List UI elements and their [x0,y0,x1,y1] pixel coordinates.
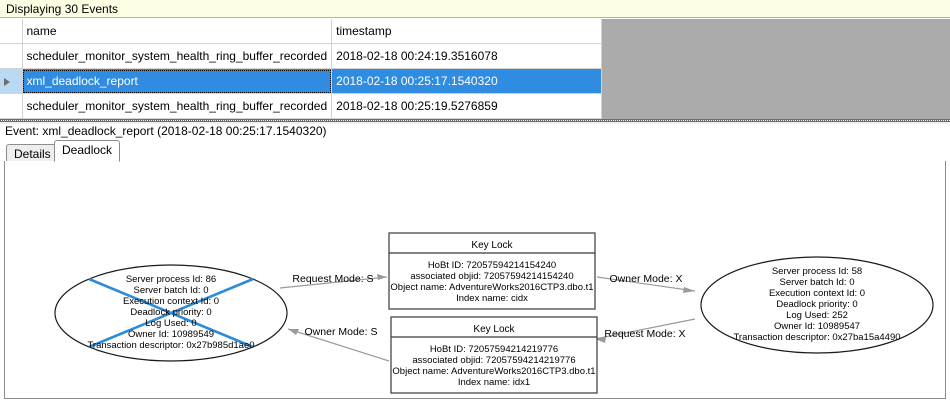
edge-label-bottom-owner-left: Owner Mode: S [305,326,378,338]
row-selector-header [0,19,23,44]
cell-timestamp[interactable]: 2018-02-18 00:25:19.5276859 [331,93,603,119]
edge-label-top-owner-right: Owner Mode: X [610,273,683,285]
left-process-line-5: Log Used: 0 [145,318,196,329]
right-process-node[interactable]: Server process Id: 58 Server batch Id: 0… [700,256,934,354]
top-key-lock-line-2: associated objid: 72057594214154240 [410,271,573,282]
edge-bottom-owner-left [287,328,390,362]
events-banner: Displaying 30 Events [0,0,950,18]
tab-strip: Details Deadlock [4,140,946,162]
left-process-line-3: Execution context Id: 0 [123,296,219,307]
top-key-lock-line-4: Index name: cidx [456,293,528,304]
right-process-line-1: Server process Id: 58 [772,266,862,277]
left-process-line-2: Server batch Id: 0 [134,285,209,296]
right-process-line-4: Deadlock priority: 0 [776,299,857,310]
edge-right-request-bottom [594,318,696,343]
deadlock-graph-svg: Server process Id: 86 Server batch Id: 0… [54,232,934,394]
top-key-lock-node[interactable]: Key Lock HoBt ID: 72057594214154240 asso… [388,232,596,310]
bottom-key-lock-node[interactable]: Key Lock HoBt ID: 72057594214219776 asso… [390,316,598,394]
cell-timestamp[interactable]: 2018-02-18 00:25:17.1540320 [331,68,603,94]
event-detail-header: Event: xml_deadlock_report (2018-02-18 0… [5,124,327,138]
deadlock-graph-panel[interactable]: Server process Id: 86 Server batch Id: 0… [4,161,946,399]
right-process-line-7: Transaction descriptor: 0x27ba15a4490 [733,332,900,343]
table-row[interactable]: scheduler_monitor_system_health_ring_buf… [0,43,603,69]
tab-deadlock[interactable]: Deadlock [54,140,121,162]
bottom-key-lock-line-1: HoBt ID: 72057594214219776 [430,344,558,355]
cell-name[interactable]: scheduler_monitor_system_health_ring_buf… [22,93,333,119]
right-process-line-2: Server batch Id: 0 [780,277,855,288]
bottom-key-lock-line-4: Index name: idx1 [458,377,530,388]
edge-label-left-request-top: Request Mode: S [292,273,373,285]
right-process-line-3: Execution context Id: 0 [769,288,865,299]
left-process-line-6: Owner Id: 10989549 [128,329,214,340]
bottom-key-lock-line-2: associated objid: 72057594214219776 [412,355,575,366]
row-selector-cell[interactable] [0,93,23,119]
top-key-lock-title: Key Lock [471,240,513,251]
left-process-line-1: Server process Id: 86 [126,274,216,285]
victim-x-marker [88,277,254,349]
table-row-selected[interactable]: xml_deadlock_report 2018-02-18 00:25:17.… [0,68,603,94]
horizontal-splitter[interactable] [0,119,950,124]
edge-left-request-top [279,274,388,289]
bottom-key-lock-line-3: Object name: AdventureWorks2016CTP3.dbo.… [392,366,595,377]
left-process-line-7: Transaction descriptor: 0x27b985d1ae0 [87,340,254,351]
edge-label-right-request-bottom: Request Mode: X [604,328,685,340]
cell-name[interactable]: scheduler_monitor_system_health_ring_buf… [22,43,333,69]
table-row[interactable]: scheduler_monitor_system_health_ring_buf… [0,93,603,119]
left-process-node[interactable]: Server process Id: 86 Server batch Id: 0… [54,264,288,362]
edge-top-owner-right [596,276,696,293]
table-header-row: name timestamp [0,19,603,44]
top-key-lock-line-3: Object name: AdventureWorks2016CTP3.dbo.… [390,282,593,293]
left-process-line-4: Deadlock priority: 0 [130,307,211,318]
cell-name[interactable]: xml_deadlock_report [22,68,333,94]
row-selector-cell[interactable] [0,43,23,69]
edge-labels: Request Mode: S Owner Mode: X Owner Mode… [292,273,685,340]
column-header-name[interactable]: name [22,19,333,44]
column-header-timestamp[interactable]: timestamp [331,19,603,44]
events-table: name timestamp scheduler_monitor_system_… [0,19,603,119]
bottom-key-lock-title: Key Lock [473,324,515,335]
row-selector-cell[interactable] [0,68,23,94]
right-process-line-5: Log Used: 252 [786,310,848,321]
row-arrow-icon [4,77,10,86]
right-process-line-6: Owner Id: 10989547 [774,321,860,332]
tab-details[interactable]: Details [6,144,59,162]
events-grid[interactable]: name timestamp scheduler_monitor_system_… [0,19,950,119]
events-count-label: Displaying 30 Events [6,2,119,16]
cell-timestamp[interactable]: 2018-02-18 00:24:19.3516078 [331,43,603,69]
top-key-lock-line-1: HoBt ID: 72057594214154240 [428,260,556,271]
